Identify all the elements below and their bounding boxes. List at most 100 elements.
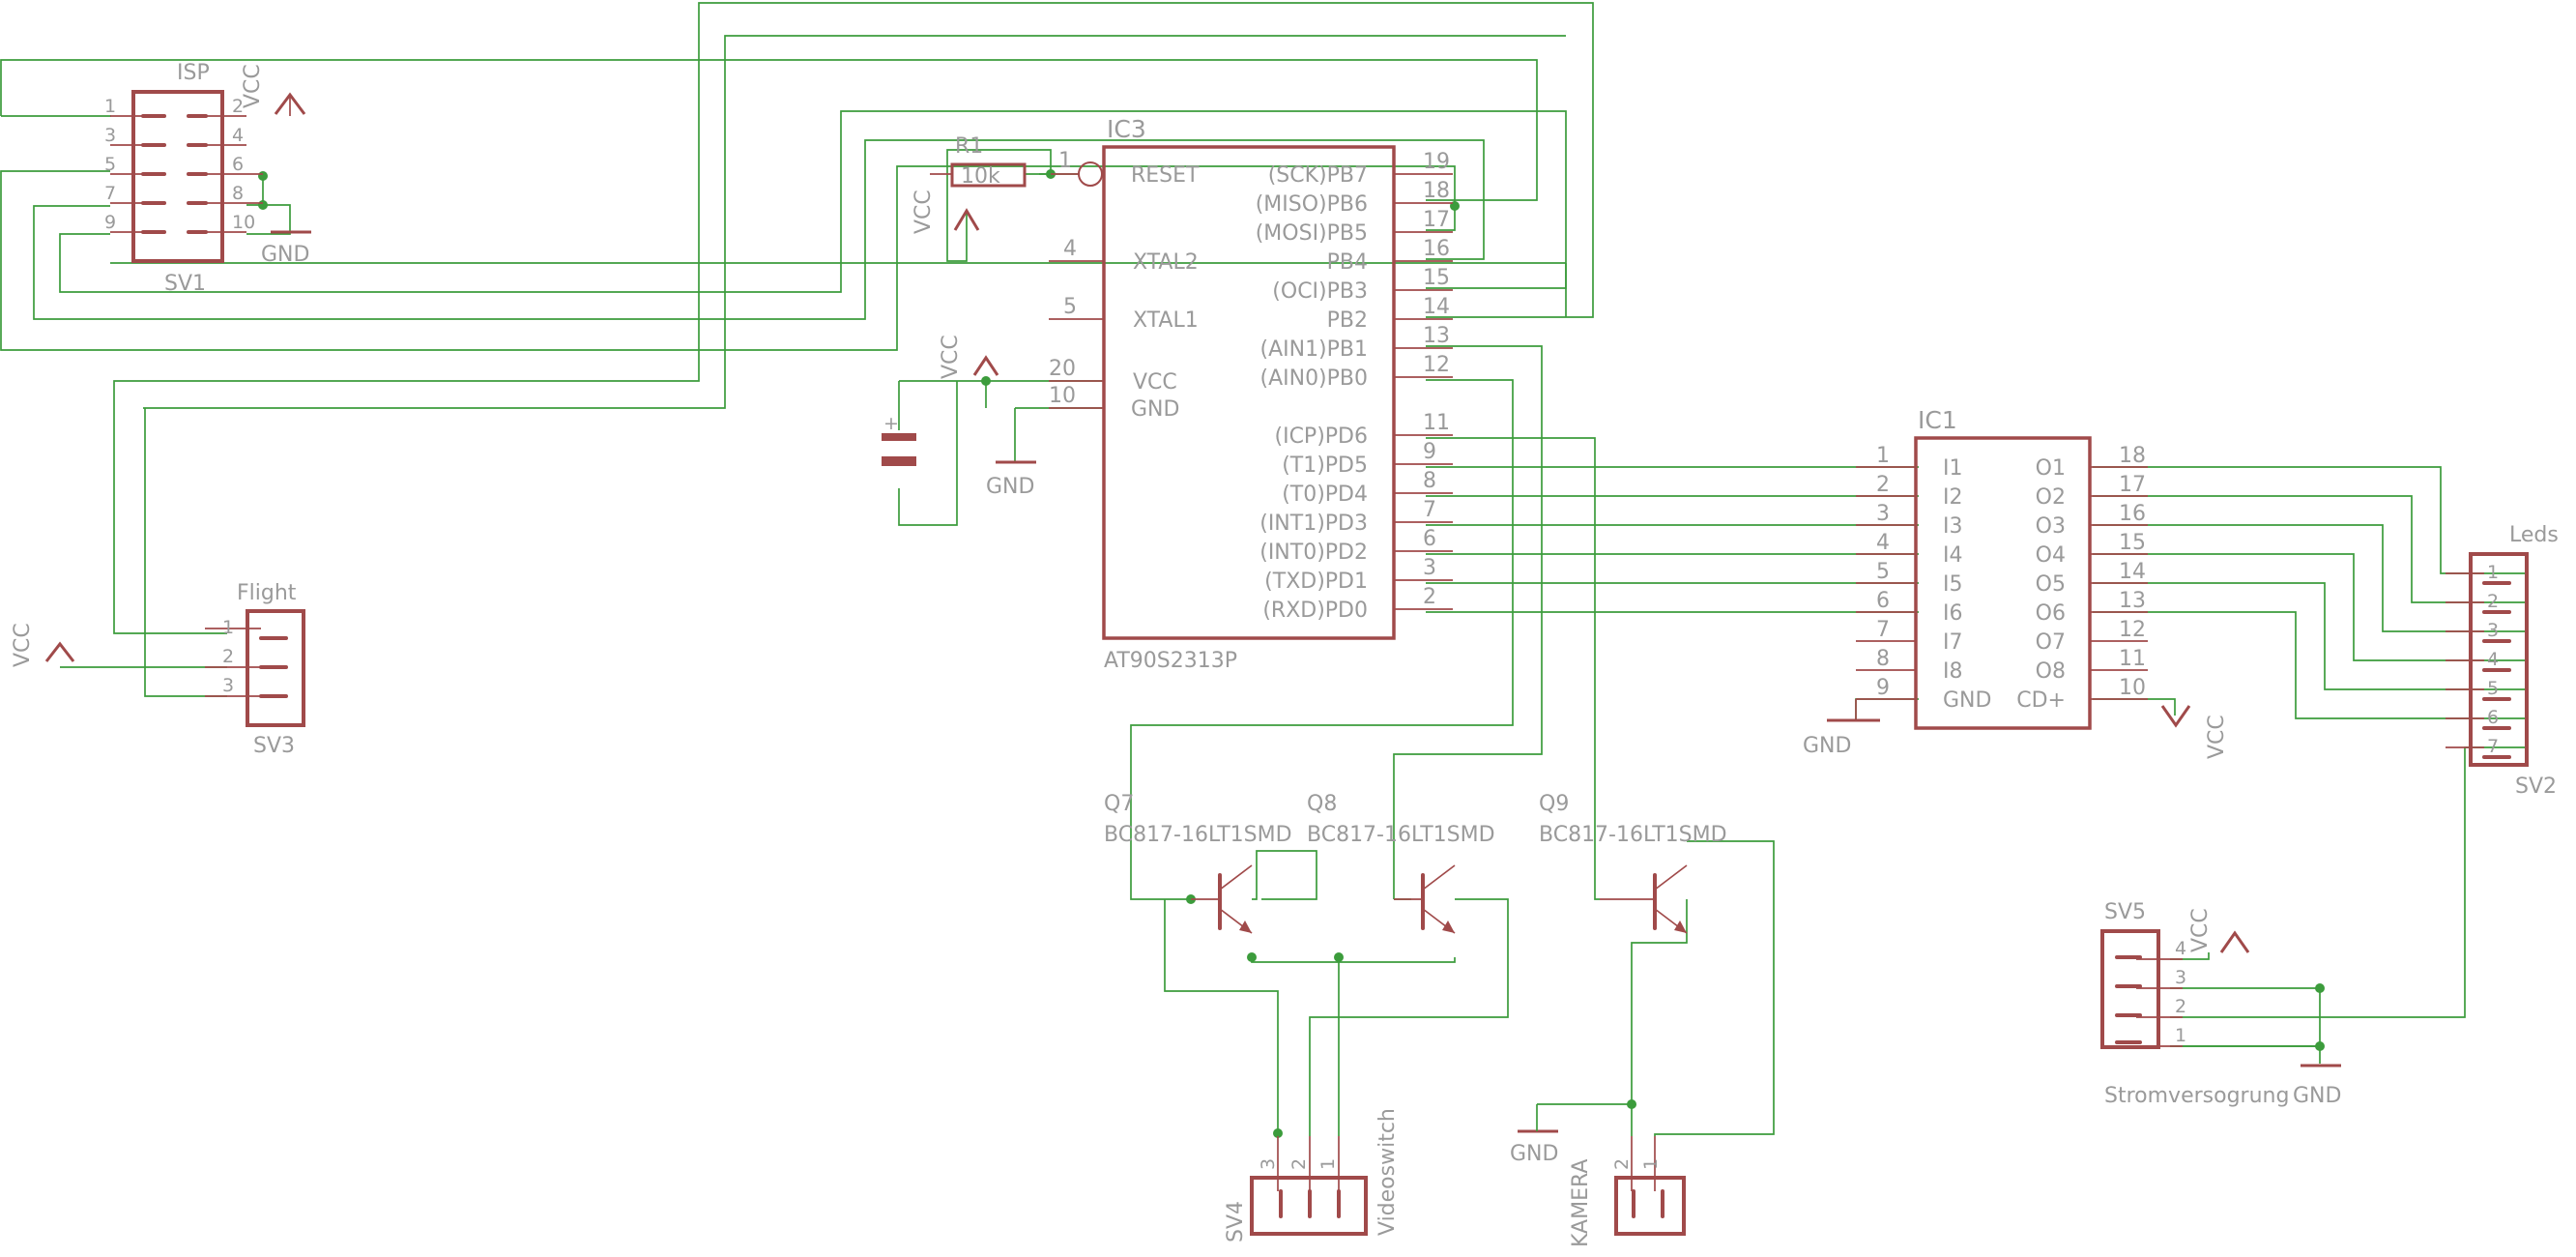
ic3-right_pins-6-num: 13 [1423, 324, 1450, 348]
ic1-right_pins-2-num: 16 [2119, 502, 2146, 526]
ic1-right_pins-5-num: 13 [2119, 589, 2146, 613]
ic3-right_pins-6-label: (AIN1)PB1 [1259, 337, 1368, 362]
q8-transistor: Q8 BC817-16LT1SMD [1307, 792, 1495, 934]
sv3-pin-2: 2 [222, 646, 234, 667]
ic1-left_pins-7-num: 8 [1876, 647, 1890, 671]
sv3-pin-3: 3 [222, 675, 234, 696]
ic1-left_pins-0-num: 1 [1876, 444, 1890, 468]
kamera-pin-1: 1 [1640, 1158, 1662, 1170]
sv5-pin-2: 2 [2175, 996, 2186, 1017]
ic3-gnd-label: GND [986, 475, 1034, 499]
ic3-pin-num-20: 20 [1049, 357, 1076, 381]
ic1-left-pin-numbers: 1 2 3 4 5 6 7 8 9 [1876, 444, 1890, 700]
ic1-left_pins-1-label: I2 [1943, 485, 1963, 510]
q9-transistor: Q9 BC817-16LT1SMD [1539, 792, 1727, 934]
sv2-leds-connector: 1 2 3 4 5 6 7 Leds SV2 [2446, 523, 2559, 799]
ic1-right_pins-7-num: 11 [2119, 647, 2146, 671]
ic1-right_pins-8-num: 10 [2119, 676, 2146, 700]
sv3-flight-connector: 1 2 3 Flight SV3 VCC [11, 581, 305, 758]
r1-name: R1 [955, 134, 983, 159]
ic1-right_pins-2-label: O3 [2036, 514, 2066, 539]
sv5-value: Stromversogrung [2104, 1084, 2289, 1108]
ic3-right_pins-5-label: PB2 [1327, 308, 1368, 333]
q8-name: Q8 [1307, 792, 1337, 816]
sv2-pin-7: 7 [2487, 736, 2499, 757]
ic3-right-pin-numbers: 19 18 17 16 15 14 13 12 11 9 8 7 6 3 2 [1423, 150, 1450, 609]
sv3-vcc-label: VCC [11, 623, 35, 667]
ic1-right-stubs [2090, 466, 2148, 700]
ic1-left_pins-6-label: I7 [1943, 630, 1963, 655]
ic3-right_pins-12-num: 6 [1423, 527, 1436, 551]
ic1-gnd-label: GND [1803, 734, 1851, 758]
q8-value: BC817-16LT1SMD [1307, 823, 1495, 847]
sv5-name: SV5 [2104, 900, 2146, 924]
ic3-right_pins-4-num: 15 [1423, 266, 1450, 290]
ic1-left_pins-8-label: GND [1943, 688, 1991, 713]
sv4-pin-1: 1 [1317, 1158, 1339, 1170]
ic3-right_pins-4-label: (OCI)PB3 [1272, 279, 1368, 304]
ic3-pin-xtal2: XTAL2 [1133, 250, 1199, 275]
sv1-pin-3: 3 [104, 125, 116, 146]
ic3-right_pins-9-label: (T1)PD5 [1282, 453, 1368, 478]
ic3-right-pin-labels: (SCK)PB7 (MISO)PB6 (MOSI)PB5 PB4 (OCI)PB… [1256, 163, 1368, 623]
ic1-right_pins-6-label: O7 [2036, 630, 2066, 655]
ic1-right_pins-6-num: 12 [2119, 618, 2146, 642]
ic1-left-stubs [1856, 466, 1916, 700]
ic1-left-pin-labels: I1 I2 I3 I4 I5 I6 I7 I8 GND [1943, 456, 1991, 713]
sv1-name: SV1 [164, 272, 206, 296]
ic1-left_pins-2-num: 3 [1876, 502, 1890, 526]
junctions [258, 169, 2325, 1138]
q7-transistor: Q7 BC817-16LT1SMD [1104, 792, 1292, 934]
ic3-right_pins-8-num: 11 [1423, 411, 1450, 435]
ic3-right_pins-1-label: (MISO)PB6 [1256, 192, 1368, 217]
r1-resistor: R1 10k VCC [912, 134, 1027, 234]
ic1-left_pins-2-label: I3 [1943, 514, 1963, 539]
kamera-connector: 2 1 KAMERA GND [1510, 1104, 1686, 1247]
ic1-left_pins-3-num: 4 [1876, 531, 1890, 555]
sv2-pin-6: 6 [2487, 707, 2499, 728]
ic3-right_pins-0-num: 19 [1423, 150, 1450, 174]
ic3-right_pins-10-num: 8 [1423, 469, 1436, 493]
ic1-right_pins-1-label: O2 [2036, 485, 2066, 510]
ic3-vcc-symbol [972, 355, 999, 376]
kamera-value: KAMERA [1569, 1159, 1593, 1247]
ic1-vcc-label: VCC [2205, 715, 2229, 759]
sv1-pin-5: 5 [104, 154, 116, 175]
ic1-name: IC1 [1918, 406, 1957, 434]
ic3-right_pins-3-num: 16 [1423, 237, 1450, 261]
sv2-pin-stubs [2446, 572, 2511, 759]
ic3-right_pins-3-label: PB4 [1327, 250, 1368, 275]
sv2-name: SV2 [2515, 775, 2557, 799]
sv5-vcc-label: VCC [2188, 908, 2213, 952]
sv2-pin-5: 5 [2487, 678, 2499, 699]
ic3-right_pins-11-num: 7 [1423, 498, 1436, 522]
sv2-pin-4: 4 [2487, 649, 2499, 670]
ic3-right_pins-14-num: 2 [1423, 585, 1436, 609]
ic1-right_pins-5-label: O6 [2036, 601, 2066, 626]
ic3-microcontroller: 1 4 5 20 10 RESET XTAL2 XTAL1 VCC GND 19… [882, 115, 1453, 673]
sv1-value: ISP [177, 61, 210, 85]
sv1-vcc-symbol [274, 92, 306, 116]
svg-text:+: + [883, 413, 899, 434]
ic1-left_pins-6-num: 7 [1876, 618, 1890, 642]
ic3-pin-xtal1: XTAL1 [1133, 308, 1199, 333]
sv1-gnd-label: GND [261, 243, 309, 267]
sv1-pin-2: 2 [232, 96, 244, 117]
r1-vcc-symbol [953, 208, 980, 231]
ic3-right_pins-12-label: (INT0)PD2 [1259, 541, 1368, 565]
sv2-value: Leds [2509, 523, 2559, 547]
ic1-right-pin-labels: O1 O2 O3 O4 O5 O6 O7 O8 CD+ [2016, 456, 2066, 713]
sv4-pin-3: 3 [1258, 1158, 1279, 1170]
ic3-right_pins-2-num: 17 [1423, 208, 1450, 232]
sv3-name: SV3 [253, 734, 295, 758]
sv1-pin-6: 6 [232, 154, 244, 175]
ic1-left_pins-7-label: I8 [1943, 659, 1963, 684]
q9-value: BC817-16LT1SMD [1539, 823, 1727, 847]
sv1-vcc-label: VCC [241, 64, 265, 108]
ic1-left_pins-0-label: I1 [1943, 456, 1963, 481]
ic1-right_pins-0-num: 18 [2119, 444, 2146, 468]
capacitor: + [882, 413, 916, 466]
ic3-name: IC3 [1107, 115, 1146, 143]
sv5-gnd-label: GND [2293, 1084, 2341, 1108]
sv3-pin-1: 1 [222, 617, 234, 638]
